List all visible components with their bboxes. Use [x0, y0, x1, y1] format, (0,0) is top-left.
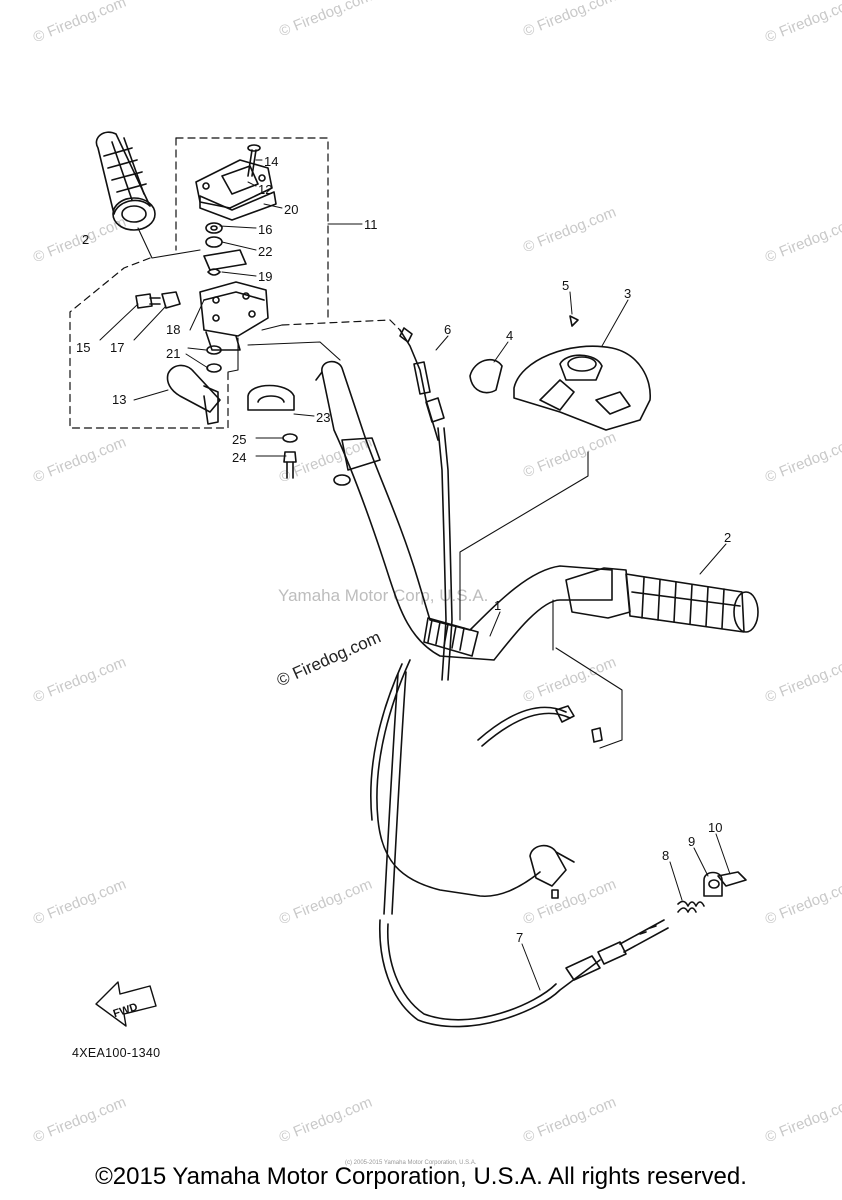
housing-cover — [195, 159, 277, 221]
label-4: 4 — [506, 328, 513, 343]
label-10: 10 — [708, 820, 722, 835]
label-9: 9 — [688, 834, 695, 849]
handlebar — [315, 360, 613, 661]
label-15: 15 — [76, 340, 90, 355]
assembly-box-outline — [69, 137, 401, 429]
label-5: 5 — [562, 278, 569, 293]
label-3: 3 — [624, 286, 631, 301]
throttle-housing — [199, 281, 269, 351]
label-2-left: 2 — [82, 232, 89, 247]
label-22: 22 — [258, 244, 272, 259]
label-17: 17 — [110, 340, 124, 355]
label-24: 24 — [232, 450, 246, 465]
throttle-cable — [399, 327, 453, 681]
guard-cover — [469, 358, 503, 394]
part-labels: 14 12 20 16 22 19 11 2 15 17 18 21 13 23… — [76, 154, 731, 1020]
leader-lines — [137, 227, 623, 749]
label-6: 6 — [444, 322, 451, 337]
diagram-code: 4XEA100-1340 — [72, 1046, 161, 1060]
label-8: 8 — [662, 848, 669, 863]
left-grip — [95, 131, 156, 231]
washer-stack — [203, 222, 247, 276]
throttle-lever — [166, 364, 221, 425]
label-19: 19 — [258, 269, 272, 284]
bolt — [135, 291, 181, 309]
label-12: 12 — [258, 182, 272, 197]
cable-holder — [703, 871, 747, 897]
clamp — [247, 384, 295, 411]
brake-cable — [565, 919, 669, 981]
label-18: 18 — [166, 322, 180, 337]
label-7: 7 — [516, 930, 523, 945]
long-cable — [370, 659, 601, 1028]
label-leaders — [99, 159, 731, 991]
label-2-right: 2 — [724, 530, 731, 545]
right-grip — [565, 567, 759, 633]
small-washers — [206, 345, 222, 373]
label-14: 14 — [264, 154, 278, 169]
fwd-arrow-icon — [95, 981, 157, 1027]
hand-guard — [513, 345, 651, 431]
label-16: 16 — [258, 222, 272, 237]
label-13: 13 — [112, 392, 126, 407]
tiny-print: (c) 2005-2015 Yamaha Motor Corporation, … — [345, 1160, 477, 1166]
label-23: 23 — [316, 410, 330, 425]
label-20: 20 — [284, 202, 298, 217]
label-1: 1 — [494, 598, 501, 613]
clip — [569, 315, 579, 327]
label-25: 25 — [232, 432, 246, 447]
copyright-notice: ©2015 Yamaha Motor Corporation, U.S.A. A… — [95, 1163, 747, 1190]
spring — [677, 900, 705, 913]
label-21: 21 — [166, 346, 180, 361]
label-11: 11 — [364, 217, 378, 232]
cable-end-fitting — [529, 705, 603, 899]
watermark-center: Yamaha Motor Corp, U.S.A. — [278, 586, 489, 605]
screw — [247, 144, 261, 177]
lower-bolt — [282, 433, 298, 479]
fwd-label: FWD — [112, 1001, 140, 1020]
